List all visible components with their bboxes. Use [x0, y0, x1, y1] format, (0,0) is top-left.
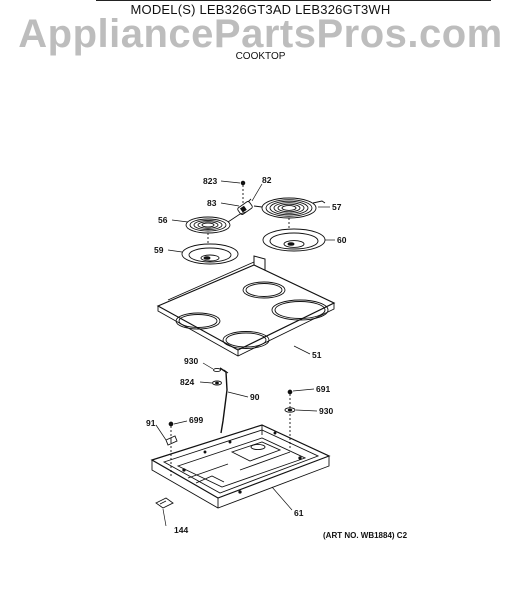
- part-823-screw: [240, 180, 246, 203]
- leader-lines: [155, 180, 335, 527]
- label-51: 51: [312, 350, 322, 360]
- part-699-screw: [168, 421, 174, 478]
- label-691: 691: [316, 384, 330, 394]
- part-930-right-washer: [284, 407, 296, 413]
- part-57-large-surface-unit: [253, 197, 326, 230]
- part-59-small-drip-pan: [181, 243, 239, 265]
- part-51-cooktop: [156, 255, 336, 357]
- part-60-large-drip-pan: [262, 228, 326, 252]
- section-subtitle: COOKTOP: [235, 51, 286, 62]
- part-144-bracket: [155, 497, 174, 509]
- label-91: 91: [146, 418, 156, 428]
- label-930-upper: 930: [184, 356, 198, 366]
- part-930-left-nut: [213, 367, 221, 373]
- part-56-small-surface-unit: [185, 211, 247, 244]
- label-60: 60: [337, 235, 347, 245]
- watermark: AppliancePartsPros.com: [18, 12, 503, 56]
- label-83: 83: [207, 198, 217, 208]
- label-90: 90: [250, 392, 260, 402]
- label-56: 56: [158, 215, 168, 225]
- part-691-screw: [287, 389, 293, 448]
- label-57: 57: [332, 202, 342, 212]
- art-number: (ART NO. WB1884) C2: [323, 531, 408, 540]
- part-91-clip: [165, 435, 178, 446]
- model-title: MODEL(S) LEB326GT3AD LEB326GT3WH: [130, 2, 391, 17]
- label-144: 144: [174, 525, 188, 535]
- label-824: 824: [180, 377, 194, 387]
- label-699: 699: [189, 415, 203, 425]
- label-930-lower: 930: [319, 406, 333, 416]
- part-61-burner-box: [150, 424, 331, 509]
- part-90-rod: [219, 367, 229, 434]
- label-82: 82: [262, 175, 272, 185]
- label-59: 59: [154, 245, 164, 255]
- part-82-terminal-block: [237, 198, 253, 215]
- part-number-labels: 823 82 83 56 57 59 60 51 930 824 90 691 …: [146, 175, 347, 535]
- label-823: 823: [203, 176, 217, 186]
- label-61: 61: [294, 508, 304, 518]
- header-rule: [96, 0, 491, 1]
- part-824-washer: [212, 380, 222, 386]
